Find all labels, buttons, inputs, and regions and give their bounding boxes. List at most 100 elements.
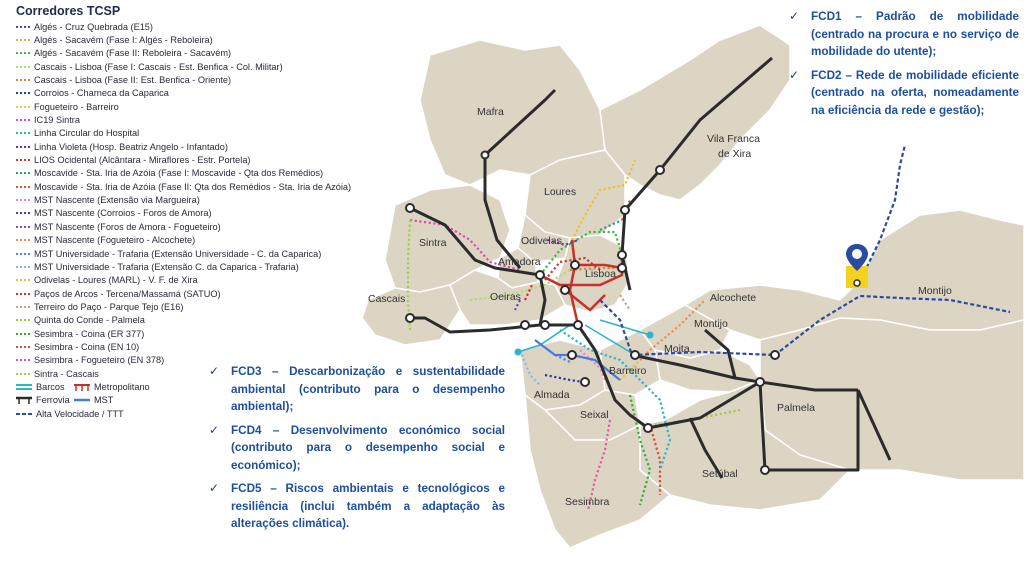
- legend-swatch: [16, 332, 30, 335]
- legend-title: Corredores TCSP: [16, 4, 121, 18]
- rail-line-setubal-2: [688, 417, 724, 479]
- legend-swatch: [16, 25, 30, 28]
- legend-alta-velocidade: Alta Velocidade / TTT: [16, 409, 216, 419]
- legend-modes: Barcos Metropolitano Ferrovia MST Alta V…: [16, 380, 396, 420]
- legend-swatch: [16, 79, 30, 82]
- station-cascais: [405, 313, 415, 323]
- rail-line-sul: [576, 324, 761, 430]
- metro-line-red: [568, 239, 580, 326]
- station-moita: [770, 350, 780, 360]
- station-lisboa-3: [570, 260, 580, 270]
- label-seixal: Seixal: [580, 409, 609, 421]
- hsr-branch: [599, 299, 634, 356]
- corridor-hospital: [559, 329, 672, 471]
- station-sintra: [405, 203, 415, 213]
- mst-station-2: [646, 331, 654, 339]
- legend-item: Sesimbra - Coina (ER 377): [16, 327, 396, 340]
- legend-item: IC19 Sintra: [16, 113, 396, 126]
- legend-item: Algés - Sacavém (Fase I: Algés - Rebolei…: [16, 33, 396, 46]
- fcd-list-bottom: ✓ FCD3 – Descarbonização e sustentabilid…: [209, 363, 505, 539]
- legend-barcos: Barcos: [16, 382, 74, 392]
- hsr-line: [631, 294, 1011, 357]
- legend-item: MST Nascente (Extensão via Margueira): [16, 193, 396, 206]
- legend-item: Odivelas - Loures (MARL) - V. F. de Xira: [16, 274, 396, 287]
- legend-item-label: Cascais - Lisboa (Fase I: Cascais - Est.…: [34, 61, 283, 72]
- label-de-xira: de Xira: [718, 148, 751, 160]
- check-icon: ✓: [209, 364, 220, 378]
- legend-item: Algés - Sacavém (Fase II: Reboleira - Sa…: [16, 47, 396, 60]
- legend-ferrovia: Ferrovia: [16, 395, 74, 405]
- legend-item-label: MST Nascente (Corroios - Foros de Amora): [34, 208, 212, 219]
- corridor-cascais-lisboa-1: [469, 269, 571, 302]
- station-amadora: [535, 270, 545, 280]
- legend-item-label: MST Universidade - Trafaria (Extensão C.…: [34, 261, 299, 272]
- legend-item: Moscavide - Sta. Iria de Azóia (Fase I: …: [16, 167, 396, 180]
- corridor-sesimbra-fog: [586, 419, 612, 511]
- station-belem: [540, 320, 550, 330]
- legend-item-label: MST Nascente (Fogueteiro - Alcochete): [34, 235, 196, 246]
- region-vila-franca: [599, 24, 791, 201]
- legend-item-label: MST Nascente (Extensão via Margueira): [34, 195, 200, 206]
- station-lisboa-2: [617, 263, 627, 273]
- legend-swatch: [16, 345, 30, 348]
- label-loures: Loures: [544, 186, 576, 198]
- station-cais: [573, 320, 583, 330]
- legend-item-label: Sintra - Cascais: [34, 368, 99, 379]
- mst-station-1: [514, 348, 522, 356]
- legend-swatch: [16, 172, 30, 175]
- legend-item-label: Cascais - Lisboa (Fase II: Est. Benfica …: [34, 75, 232, 86]
- legend-item-label: Paços de Arcos - Tercena/Massamá (SATUO): [34, 288, 221, 299]
- legend: Corredores TCSP Algés - Cruz Quebrada (E…: [16, 4, 396, 420]
- mst-stations: [514, 331, 654, 356]
- rail-line-palmela: [758, 381, 860, 472]
- boat-route-2: [599, 319, 651, 336]
- legend-item-label: Moscavide - Sta. Iria de Azóia (Fase I: …: [34, 168, 324, 179]
- metro-map: Mafra Vila Franca de Xira Loures Odivela…: [361, 24, 1024, 549]
- rail-line-north: [483, 88, 557, 157]
- legend-item: MST Nascente (Foros de Amora - Fogueteir…: [16, 220, 396, 233]
- corridor-violeta: [547, 238, 579, 247]
- label-alcochete: Alcochete: [710, 292, 756, 304]
- legend-item-label: IC19 Sintra: [34, 115, 80, 126]
- legend-item-label: Algés - Sacavém (Fase I: Algés - Rebolei…: [34, 35, 213, 46]
- corridor-sesimbra-coina-er377: [628, 394, 652, 506]
- station-loures: [620, 205, 630, 215]
- corridor-cascais-lisboa-2: [569, 266, 622, 272]
- legend-swatch: [16, 132, 30, 135]
- legend-swatch: [16, 92, 30, 95]
- station-almada-2: [580, 377, 590, 387]
- legend-item: Cascais - Lisboa (Fase I: Cascais - Est.…: [16, 60, 396, 73]
- legend-item: MST Nascente (Fogueteiro - Alcochete): [16, 234, 396, 247]
- fcd-item-3: ✓ FCD3 – Descarbonização e sustentabilid…: [209, 364, 505, 413]
- legend-swatch: [16, 292, 30, 295]
- legend-item-label: LIOS Ocidental (Alcântara - Miraflores -…: [34, 155, 251, 166]
- label-moita: Moita: [664, 343, 690, 355]
- hsr-line-icon: [16, 412, 32, 415]
- legend-item-label: Odivelas - Loures (MARL) - V. F. de Xira: [34, 275, 198, 286]
- corridor-mst-nascente-fog-alc: [619, 299, 706, 381]
- legend-item-label: MST Nascente (Foros de Amora - Fogueteir…: [34, 221, 221, 232]
- legend-swatch: [16, 39, 30, 42]
- legend-item: Fogueteiro - Barreiro: [16, 100, 396, 113]
- boat-route-1: [584, 324, 636, 356]
- legend-swatch: [16, 145, 30, 148]
- legend-swatch: [16, 159, 30, 162]
- legend-item: LIOS Ocidental (Alcântara - Miraflores -…: [16, 153, 396, 166]
- legend-swatch: [16, 185, 30, 188]
- legend-swatch: [16, 305, 30, 308]
- hsr-lines: [599, 144, 1011, 357]
- corridor-terreiro-parque: [619, 294, 631, 311]
- rail-lines: [409, 56, 892, 479]
- legend-item: Algés - Cruz Quebrada (E15): [16, 20, 396, 33]
- legend-item-label: Sesimbra - Coina (EN 10): [34, 341, 140, 352]
- legend-items: Algés - Cruz Quebrada (E15) Algés - Sacav…: [16, 20, 396, 380]
- airport-pin-icon: [846, 244, 868, 288]
- fcd-item-5: ✓ FCD5 – Riscos ambientais e tecnológico…: [209, 481, 505, 530]
- label-montijo-e: Montijo: [918, 285, 952, 297]
- corridor-moscavide-1: [599, 218, 623, 232]
- legend-item-label: MST Universidade - Trafaria (Extensão Un…: [34, 248, 322, 259]
- station-mafra: [480, 150, 490, 160]
- stations: [405, 150, 780, 475]
- legend-item: Sesimbra - Fogueteiro (EN 378): [16, 354, 396, 367]
- legend-item-label: Quinta do Conde - Palmela: [34, 315, 145, 326]
